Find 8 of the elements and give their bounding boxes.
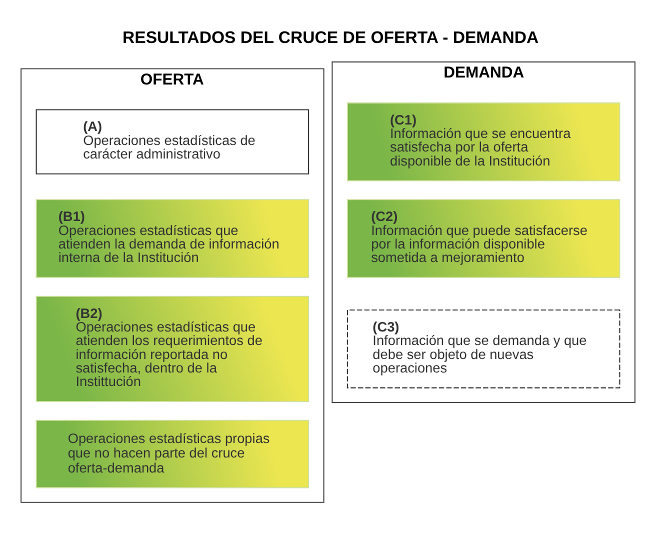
node-box: (C2) Información que puede satisfacerse por la información disponible sometida a mejoramiento xyxy=(346,199,620,278)
node-box: (C1) Información que se encuentra satisfecha por la oferta disponible de la Institución xyxy=(346,102,620,182)
node-box: (A) Operaciones estadísticas de carácter administrativo xyxy=(36,109,310,174)
node-box: (B2) Operaciones estadísticas que atienden los requerimientos de información reportada no satisfecha, dentro de la Instittución xyxy=(36,296,310,402)
node-box: (C3) Información que se demanda y que debe ser objeto de nuevas operaciones xyxy=(346,310,620,388)
node-box: (B1) Operaciones estadísticas que atienden la demanda de información interna de la Institución xyxy=(36,199,310,278)
diagram-title: RESULTADOS DEL CRUCE DE OFERTA - DEMANDA xyxy=(122,28,539,47)
node-box: Operaciones estadísticas propias que no hacen parte del cruce oferta-demanda xyxy=(36,420,310,488)
